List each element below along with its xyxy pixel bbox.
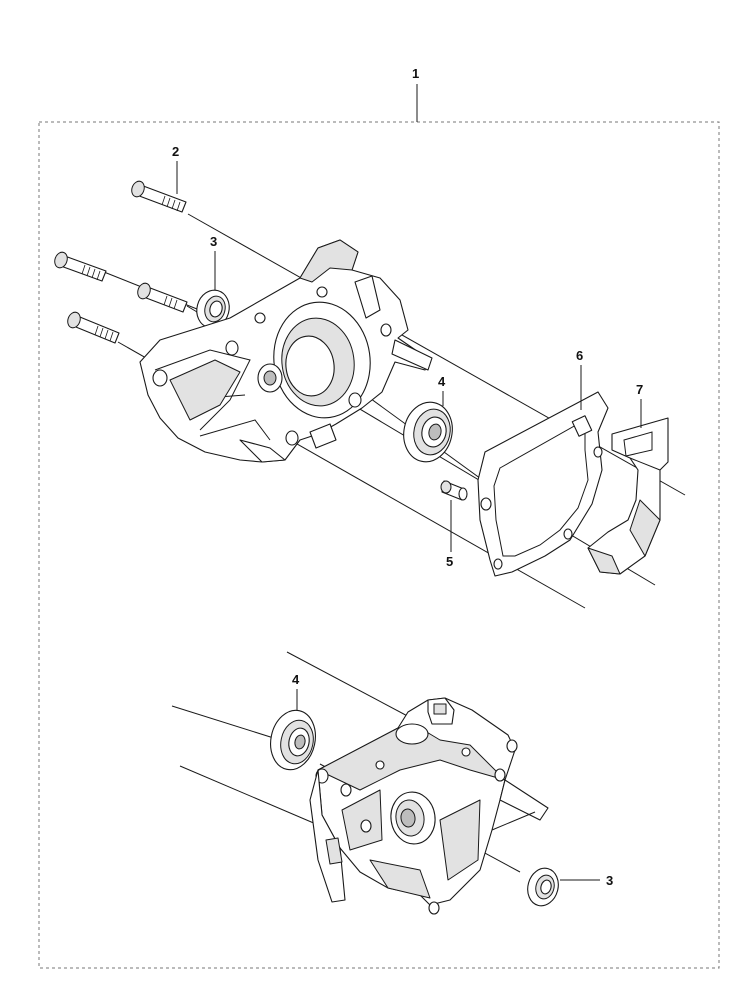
callout-gasket: 6 bbox=[576, 348, 583, 410]
callout-bearing-top: 4 bbox=[438, 374, 446, 406]
callout-bearing-bottom: 4 bbox=[292, 672, 300, 710]
crankcase-bottom-half bbox=[309, 697, 549, 915]
screw-b bbox=[54, 251, 107, 282]
screw-group bbox=[54, 180, 188, 344]
callout-assembly: 1 bbox=[412, 66, 419, 122]
callout-label-assembly: 1 bbox=[412, 66, 419, 81]
deflector bbox=[587, 417, 669, 575]
callout-deflector: 7 bbox=[636, 382, 643, 428]
callout-label-bearing-top: 4 bbox=[438, 374, 446, 389]
callout-screw: 2 bbox=[172, 144, 179, 194]
assembly-frame bbox=[38, 121, 720, 969]
crankcase-top-half bbox=[139, 239, 433, 463]
callout-label-gasket: 6 bbox=[576, 348, 583, 363]
screw-d bbox=[67, 311, 120, 344]
callout-seal-top: 3 bbox=[210, 234, 217, 290]
callout-label-screw: 2 bbox=[172, 144, 179, 159]
callout-label-deflector: 7 bbox=[636, 382, 643, 397]
callout-label-guide-pin: 5 bbox=[446, 554, 453, 569]
callout-label-seal-bottom: 3 bbox=[606, 873, 613, 888]
seal-top bbox=[196, 289, 230, 329]
callout-guide-pin: 5 bbox=[446, 500, 453, 569]
callout-label-seal-top: 3 bbox=[210, 234, 217, 249]
seal-bottom bbox=[527, 867, 559, 907]
callout-seal-bottom: 3 bbox=[560, 873, 613, 888]
screw-c bbox=[137, 282, 188, 313]
gasket bbox=[477, 391, 609, 577]
screw-a bbox=[131, 180, 187, 213]
bearing-top bbox=[403, 401, 453, 463]
callout-label-bearing-bottom: 4 bbox=[292, 672, 300, 687]
bearing-bottom bbox=[270, 709, 316, 771]
